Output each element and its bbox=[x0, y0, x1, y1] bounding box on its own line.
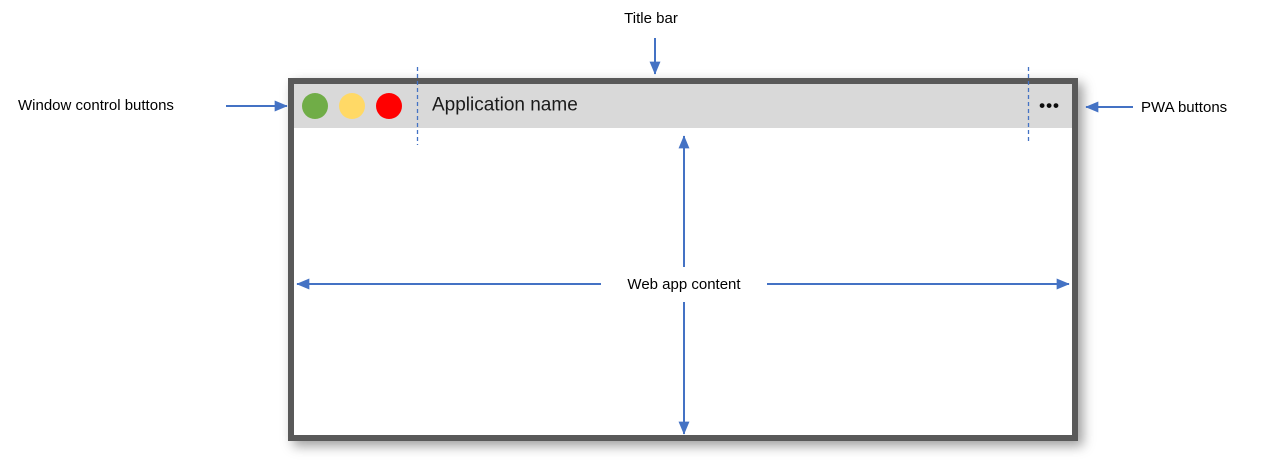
pwa-window: Application name ••• bbox=[288, 78, 1078, 441]
application-name-label: Application name bbox=[432, 94, 578, 116]
window-control-buttons-label: Window control buttons bbox=[18, 97, 174, 114]
window-control-button-green[interactable] bbox=[302, 93, 328, 119]
title-bar: Application name ••• bbox=[294, 84, 1072, 128]
window-control-button-yellow[interactable] bbox=[339, 93, 365, 119]
title-bar-label: Title bar bbox=[624, 10, 678, 27]
web-app-content-label: Web app content bbox=[627, 276, 741, 293]
window-control-button-red[interactable] bbox=[376, 93, 402, 119]
pwa-buttons-ellipsis-icon[interactable]: ••• bbox=[1039, 95, 1060, 115]
pwa-buttons-label: PWA buttons bbox=[1141, 99, 1228, 116]
